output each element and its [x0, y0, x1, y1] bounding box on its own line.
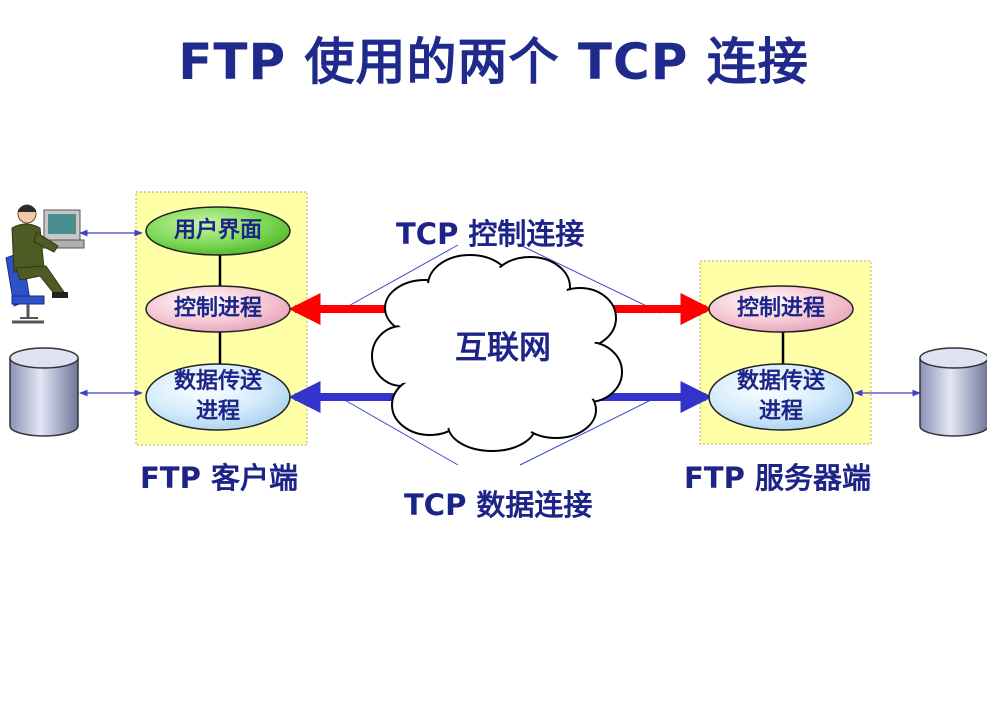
server-control-label: 控制进程	[736, 296, 825, 321]
client-data-line2: 进程	[195, 399, 240, 424]
client-control-label: 控制进程	[173, 296, 262, 321]
control-connection-label: TCP 控制连接	[396, 217, 585, 251]
client-data-label: 数据传送 进程	[146, 364, 290, 430]
client-data-node	[145, 363, 291, 431]
internet-label: 互联网	[455, 328, 552, 366]
page-title: FTP 使用的两个 TCP 连接	[178, 33, 809, 91]
database-icon	[9, 347, 79, 437]
client-label: FTP 客户端	[140, 461, 298, 495]
client-data-line1: 数据传送	[173, 369, 262, 394]
client-ui-node	[145, 206, 291, 256]
client-control-node	[145, 285, 291, 333]
server-data-line2: 进程	[758, 399, 803, 424]
user-at-computer-icon	[5, 204, 85, 324]
database-icon	[919, 347, 987, 437]
server-data-line1: 数据传送	[736, 369, 825, 394]
server-data-node	[708, 363, 854, 431]
server-data-label: 数据传送 进程	[709, 364, 853, 430]
server-label: FTP 服务器端	[684, 461, 871, 495]
client-ui-label: 用户界面	[173, 218, 262, 243]
server-control-node	[708, 285, 854, 333]
data-connection-label: TCP 数据连接	[404, 488, 593, 522]
